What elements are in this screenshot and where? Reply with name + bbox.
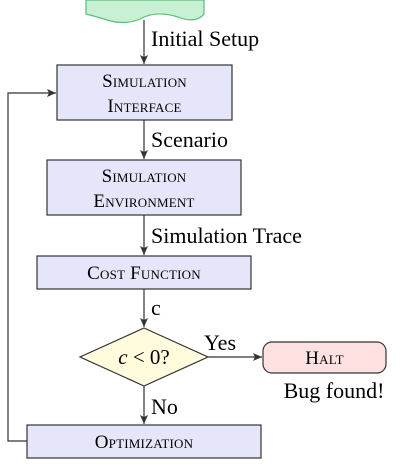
decision-label: c < 0? xyxy=(118,345,170,369)
decision-variable: c xyxy=(118,345,128,369)
halt-label: Halt xyxy=(305,348,344,369)
simulation-environment-box xyxy=(46,159,242,216)
halt-box xyxy=(262,341,387,374)
optimization-box xyxy=(26,424,262,459)
edge-label-initial-setup: Initial Setup xyxy=(151,26,259,51)
optimization-label: Optimization xyxy=(95,432,194,453)
cost-function-box xyxy=(36,255,252,290)
simulation-environment-line2: Environment xyxy=(93,191,194,212)
simulation-environment-line1: Simulation xyxy=(102,166,187,187)
simulation-interface-line2: Interface xyxy=(107,96,181,117)
edge-label-yes: Yes xyxy=(204,330,236,355)
cost-function-label: Cost Function xyxy=(87,263,201,284)
bug-found-annotation: Bug found! xyxy=(284,378,385,403)
edge-label-scenario: Scenario xyxy=(151,127,228,152)
edge-label-no: No xyxy=(151,394,178,419)
edge-feedback-loop xyxy=(7,89,56,442)
start-terminal xyxy=(85,0,205,24)
edge-label-simulation-trace: Simulation Trace xyxy=(151,223,302,248)
edge-label-c: c xyxy=(151,295,161,320)
simulation-interface-line1: Simulation xyxy=(102,71,187,92)
decision-condition: < 0? xyxy=(128,345,170,369)
